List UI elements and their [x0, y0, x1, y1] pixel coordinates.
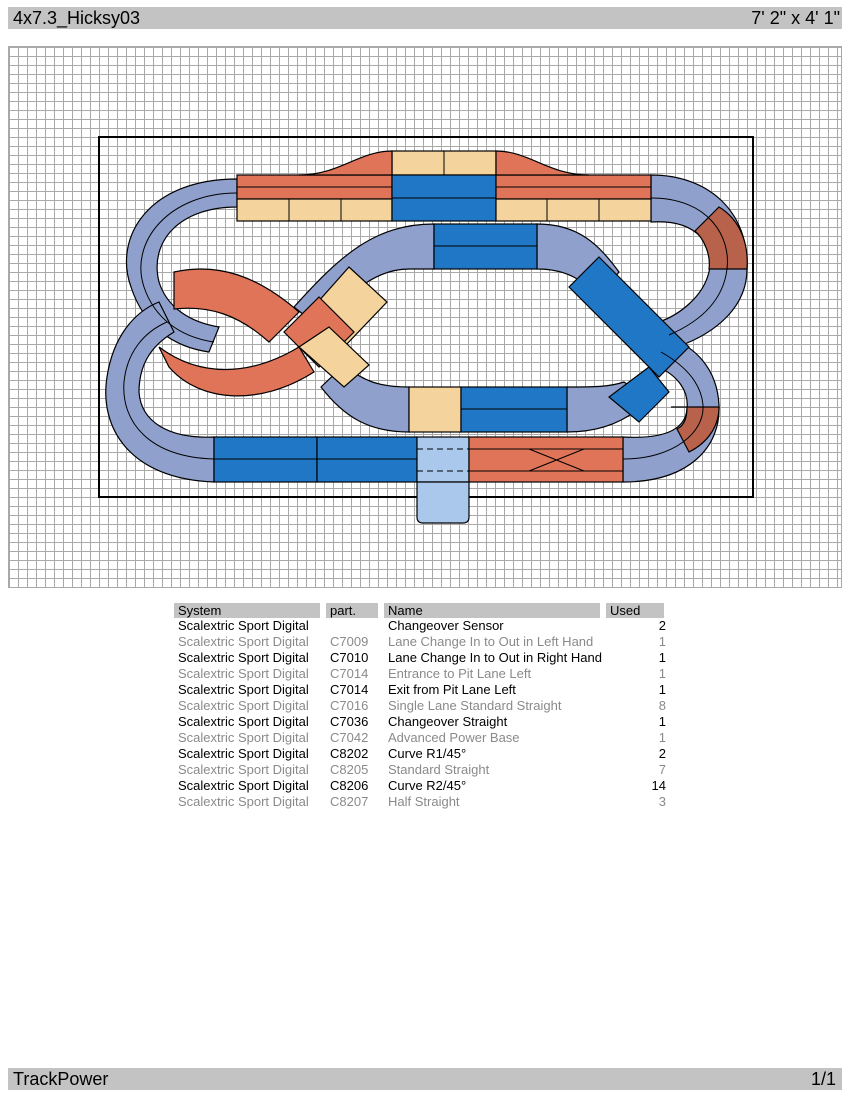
table-row: Scalextric Sport Digital C8202 Curve R1/45…	[174, 746, 670, 762]
cell-part: C7010	[330, 650, 369, 665]
cell-used: 2	[658, 618, 666, 633]
cell-used: 14	[651, 778, 666, 793]
cell-system: Scalextric Sport Digital	[178, 666, 309, 681]
cell-name: Entrance to Pit Lane Left	[388, 666, 532, 681]
table-row: Scalextric Sport Digital C8205 Standard St…	[174, 762, 670, 778]
table-row: Scalextric Sport Digital C8207 Half Straig…	[174, 794, 670, 810]
cell-name: Curve R1/45°	[388, 746, 467, 761]
cell-part: C7014	[330, 682, 369, 697]
cell-part: C7016	[330, 698, 369, 713]
table-row: Scalextric Sport Digital C7016 Single Lane…	[174, 698, 670, 714]
col-name: Name	[384, 603, 606, 618]
table-row: Scalextric Sport Digital C7010 Lane Change…	[174, 650, 670, 666]
layout-title: 4x7.3_Hicksy03	[13, 8, 141, 28]
table-row: Scalextric Sport Digital C7009 Lane Change…	[174, 634, 670, 650]
cell-used: 1	[658, 634, 666, 649]
table-row: Scalextric Sport Digital C7014 Entrance to…	[174, 666, 670, 682]
col-system: System	[174, 603, 326, 618]
cell-name: Changeover Sensor	[388, 618, 504, 633]
cell-part: C7036	[330, 714, 369, 729]
cell-name: Single Lane Standard Straight	[388, 698, 562, 713]
cell-used: 1	[658, 650, 666, 665]
track-plan	[8, 46, 842, 588]
col-part: part.	[326, 603, 384, 618]
cell-system: Scalextric Sport Digital	[178, 778, 309, 793]
cell-system: Scalextric Sport Digital	[178, 762, 309, 777]
layout-dimensions: 7' 2" x 4' 1"	[751, 8, 840, 28]
table-row: Scalextric Sport Digital C7042 Advanced Po…	[174, 730, 670, 746]
cell-name: Changeover Straight	[388, 714, 508, 729]
cell-used: 1	[658, 714, 666, 729]
cell-used: 7	[658, 762, 666, 777]
cell-used: 3	[658, 794, 666, 809]
cell-system: Scalextric Sport Digital	[178, 634, 309, 649]
footer-bar: TrackPower 1/1	[8, 1068, 842, 1090]
cell-name: Half Straight	[388, 794, 460, 809]
cell-part: C8206	[330, 778, 369, 793]
cell-system: Scalextric Sport Digital	[178, 698, 309, 713]
cell-part: C8202	[330, 746, 369, 761]
cell-used: 1	[658, 730, 666, 745]
app-name: TrackPower	[13, 1069, 109, 1089]
cell-name: Standard Straight	[388, 762, 490, 777]
cell-name: Curve R2/45°	[388, 778, 467, 793]
cell-system: Scalextric Sport Digital	[178, 618, 309, 633]
cell-part	[326, 618, 384, 634]
table-row: Scalextric Sport Digital Changeover Senso…	[174, 618, 670, 634]
cell-part: C7014	[330, 666, 369, 681]
table-row: Scalextric Sport Digital C7014 Exit from P…	[174, 682, 670, 698]
cell-part: C7009	[330, 634, 369, 649]
cell-used: 1	[658, 682, 666, 697]
cell-system: Scalextric Sport Digital	[178, 650, 309, 665]
parts-list: System part. Name Used Scalextric Sport …	[174, 603, 670, 810]
cell-system: Scalextric Sport Digital	[178, 714, 309, 729]
cell-name: Lane Change In to Out in Right Hand	[388, 650, 602, 665]
cell-name: Exit from Pit Lane Left	[388, 682, 516, 697]
cell-name: Advanced Power Base	[388, 730, 520, 745]
cell-part: C8207	[330, 794, 369, 809]
title-bar: 4x7.3_Hicksy03 7' 2" x 4' 1"	[8, 7, 842, 29]
track-straights	[158, 150, 690, 524]
cell-used: 2	[658, 746, 666, 761]
cell-part: C8205	[330, 762, 369, 777]
cell-system: Scalextric Sport Digital	[178, 730, 309, 745]
cell-part: C7042	[330, 730, 369, 745]
table-row: Scalextric Sport Digital C8206 Curve R2/45…	[174, 778, 670, 794]
table-row: Scalextric Sport Digital C7036 Changeover …	[174, 714, 670, 730]
page-number: 1/1	[810, 1069, 836, 1089]
cell-used: 8	[658, 698, 666, 713]
cell-system: Scalextric Sport Digital	[178, 682, 309, 697]
cell-system: Scalextric Sport Digital	[178, 746, 309, 761]
cell-name: Lane Change In to Out in Left Hand	[388, 634, 594, 649]
cell-used: 1	[658, 666, 666, 681]
lane-lines	[123, 151, 728, 482]
parts-header-row: System part. Name Used	[174, 603, 670, 618]
col-used: Used	[606, 603, 670, 618]
cell-system: Scalextric Sport Digital	[178, 794, 309, 809]
track-diagram	[98, 136, 754, 524]
